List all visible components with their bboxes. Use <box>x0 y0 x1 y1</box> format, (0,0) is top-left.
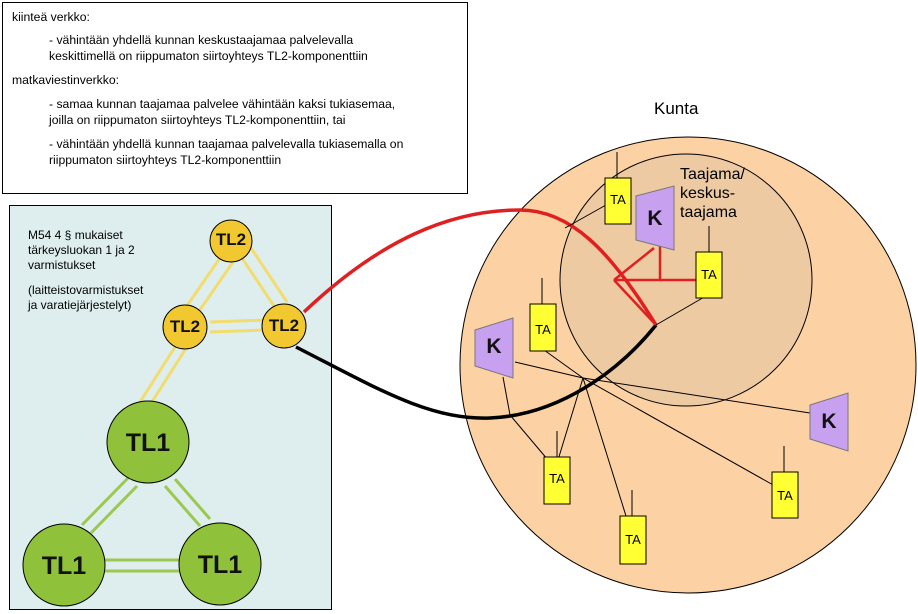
concentrator-label-2: K <box>486 335 502 358</box>
center-red-links <box>613 230 698 326</box>
ta-station-4 <box>543 431 571 505</box>
panel-text-line-3: varmistukset <box>28 258 96 272</box>
tl1-left-node <box>22 523 106 607</box>
tl1-links <box>80 476 212 573</box>
concentrator-label-3: K <box>821 410 837 433</box>
ta-label-2: TA <box>701 267 717 282</box>
ta-label-6: TA <box>777 488 793 503</box>
ta-label-4: TA <box>549 471 565 486</box>
panel-note-line-1: (laitteistovarmistukset <box>28 283 144 297</box>
tl2-left-node <box>162 304 208 350</box>
fixed-network-item-line-1: - vähintään yhdellä kunnan keskustaajama… <box>49 33 354 47</box>
tl2-left-label: TL2 <box>169 317 201 336</box>
concentrator-1 <box>635 185 675 251</box>
thin-links <box>502 204 811 517</box>
fixed-network-heading: kiinteä verkko: <box>12 10 90 24</box>
ta-station-3 <box>529 278 557 352</box>
mobile-network-item-2-line-2: riippumaton siirtoyhteys TL2-komponentti… <box>49 153 282 167</box>
black-link <box>295 323 658 420</box>
panel-note-line-2: ja varatiejärjestelyt) <box>28 298 132 312</box>
tl1-right-node <box>178 522 262 606</box>
fixed-network-item-line-2: keskittimellä on riippumaton siirtoyhtey… <box>49 49 368 63</box>
center-label-line-2: keskus- <box>680 185 736 202</box>
tl1-right-label: TL1 <box>197 551 243 579</box>
mobile-network-item-2-line-1: - vähintään yhdellä kunnan taajamaa palv… <box>49 137 404 151</box>
tl2-top-label: TL2 <box>215 230 247 249</box>
red-link <box>302 208 658 326</box>
ta-label-1: TA <box>610 192 626 207</box>
concentrator-3 <box>809 392 849 452</box>
ta-station-2 <box>695 226 723 299</box>
center-label-line-1: Taajama/ <box>680 166 745 183</box>
tl2-right-node <box>261 303 307 349</box>
concentrator-label-1: K <box>647 207 663 230</box>
panel-text-line-2: tärkeysluokan 1 ja 2 <box>28 243 135 257</box>
tl2-links <box>182 247 289 334</box>
ta-label-3: TA <box>535 322 551 337</box>
ta-station-1 <box>604 152 632 225</box>
tl2-right-label: TL2 <box>268 316 300 335</box>
panel-text-line-1: M54 4 § mukaiset <box>28 228 123 242</box>
mobile-network-heading: matkaviestinverkko: <box>12 73 120 87</box>
ta-station-5 <box>619 490 647 565</box>
tl1-top-label: TL1 <box>125 429 171 457</box>
tl1-left-label: TL1 <box>41 552 87 580</box>
center-label-line-3: taajama <box>680 204 737 221</box>
tl1-top-node <box>106 400 190 484</box>
mobile-network-item-1-line-2: joilla on riippumaton siirtoyhteys TL2-k… <box>49 113 346 127</box>
concentrator-2 <box>474 317 514 379</box>
ta-label-5: TA <box>625 532 641 547</box>
mobile-network-item-1-line-1: - samaa kunnan taajamaa palvelee vähintä… <box>49 97 396 111</box>
requirements-textbox: kiinteä verkko: - vähintään yhdellä kunn… <box>2 2 468 194</box>
municipality-label: Kunta <box>654 99 699 118</box>
ta-station-6 <box>771 446 799 519</box>
tl2-top-node <box>209 219 253 263</box>
tl2-tl1-links <box>138 346 187 406</box>
